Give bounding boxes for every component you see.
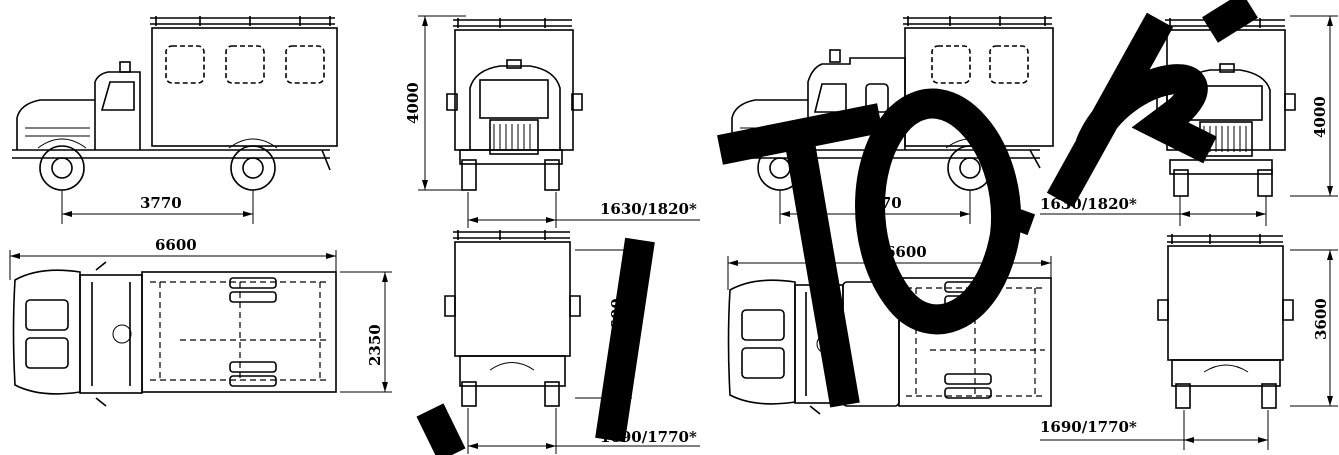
left-wheelbase-dimension: 3770 [61,190,254,224]
left-wheelbase-label: 3770 [140,194,182,212]
left-truck-rear-view [444,230,581,407]
watermark [416,0,1258,455]
left-height-label: 4000 [404,82,422,124]
left-truck-top-view [12,261,337,407]
left-length-dimension: 6600 [9,236,337,280]
left-front-track-label: 1630/1820* [600,200,697,218]
right-body-height-label: 3600 [1312,298,1330,340]
left-truck-side-view [12,16,338,191]
right-rear-track-label: 1690/1770* [1040,418,1137,436]
left-rear-track-dimension: 1690/1770* [467,408,700,454]
left-width-dimension: 2350 [340,271,392,393]
left-truck-front-view [446,18,583,191]
right-height-label: 4000 [1311,96,1329,138]
left-height-dimension: 4000 [404,15,466,191]
right-height-dimension: 4000 [1290,15,1338,197]
left-length-label: 6600 [155,236,197,254]
right-body-height-dimension: 3600 [1290,249,1338,407]
right-rear-track-dimension: 1690/1770* [1040,410,1269,450]
left-width-label: 2350 [366,324,384,366]
left-front-track-dimension: 1630/1820* [467,192,700,228]
right-front-track-label: 1630/1820* [1040,195,1137,213]
right-length-label: 6600 [885,243,927,261]
right-truck-rear-view [1157,234,1294,409]
watermark-dot [1006,206,1036,236]
